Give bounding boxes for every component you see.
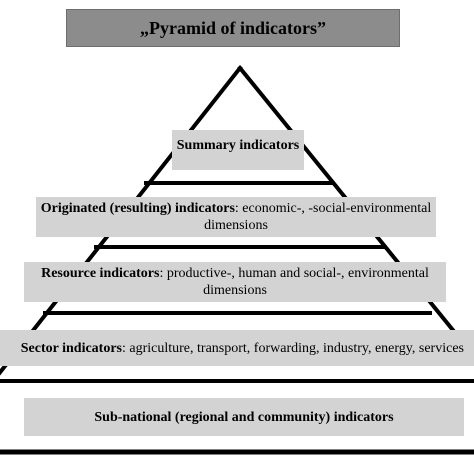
originated-indicators-detail: : economic-, -social-environmental dimen…: [204, 201, 432, 233]
diagram-title: „Pyramid of indicators”: [66, 9, 400, 47]
originated-indicators-text: Originated (resulting) indicators: econo…: [36, 200, 436, 234]
sector-indicators-box: Sector indicators: agriculture, transpor…: [0, 330, 474, 366]
sector-indicators-text: Sector indicators: agriculture, transpor…: [21, 340, 464, 357]
originated-indicators-heading: Originated (resulting) indicators: [40, 201, 235, 216]
sector-indicators-heading: Sector indicators: [20, 340, 122, 356]
subnational-indicators-box: Sub-national (regional and community) in…: [24, 398, 464, 436]
summary-indicators-label: Summary indicators: [176, 138, 300, 153]
resource-indicators-detail: : productive-, human and social-, enviro…: [159, 266, 429, 298]
subnational-indicators-label: Sub-national (regional and community) in…: [94, 409, 394, 425]
resource-indicators-box: Resource indicators: productive-, human …: [24, 262, 446, 302]
originated-indicators-box: Originated (resulting) indicators: econo…: [36, 197, 436, 237]
sector-indicators-detail: : agriculture, transport, forwarding, in…: [122, 340, 464, 356]
resource-indicators-text: Resource indicators: productive-, human …: [24, 265, 446, 299]
summary-indicators-box: Summary indicators: [172, 130, 304, 170]
resource-indicators-heading: Resource indicators: [41, 266, 160, 281]
